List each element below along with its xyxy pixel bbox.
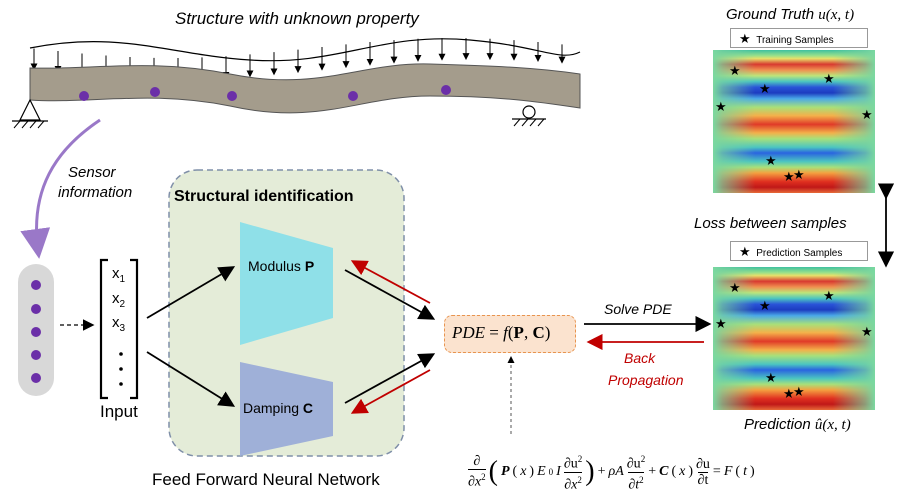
ground-truth-title: Ground Truth u(x, t) [726, 6, 855, 23]
ground-truth-heatmap: ★★★★★★★★ [713, 50, 875, 193]
input-bracket-right [130, 258, 139, 400]
modulus-label: Modulus P [248, 258, 315, 274]
back-prop-line2: Propagation [608, 372, 684, 388]
sensor-label-line1: Sensor [68, 164, 116, 181]
damping-label: Damping C [243, 400, 314, 416]
sensor-dot-5 [441, 85, 451, 95]
sample-star: ★ [729, 280, 741, 295]
pde-formula: PDE = f(P, C) [452, 323, 551, 342]
structural-id-title: Structural identification [174, 188, 354, 205]
heatmap-edge [713, 267, 875, 410]
damping-block [240, 362, 333, 456]
sample-star: ★ [861, 324, 873, 339]
sample-star: ★ [861, 107, 873, 122]
input-bracket-left [99, 258, 108, 400]
sample-star: ★ [783, 386, 795, 401]
training-legend: ★ Training Samples [730, 28, 868, 48]
structure-title: Structure with unknown property [175, 9, 419, 28]
pde-box [444, 315, 576, 353]
prediction-legend: ★ Prediction Samples [730, 241, 868, 261]
ffnn-label: Feed Forward Neural Network [152, 470, 380, 489]
sample-star: ★ [793, 167, 805, 182]
roller-support [512, 105, 546, 127]
input-x3: x3 [112, 314, 126, 334]
sample-star: ★ [823, 288, 835, 303]
modulus-block [240, 222, 333, 345]
sensor-dot-2 [150, 87, 160, 97]
sample-star: ★ [759, 81, 771, 96]
sample-star: ★ [729, 63, 741, 78]
sensor-dot-3 [227, 91, 237, 101]
loss-label: Loss between samples [694, 215, 847, 232]
sample-star: ★ [715, 99, 727, 114]
back-prop-line1: Back [624, 350, 656, 366]
pin-support [12, 98, 48, 129]
beam [29, 63, 581, 114]
load-curve [29, 38, 581, 62]
input-x1: x1 [112, 265, 126, 285]
sample-star: ★ [765, 370, 777, 385]
sample-star: ★ [765, 153, 777, 168]
sensor-dot-1 [79, 91, 89, 101]
sample-star: ★ [793, 384, 805, 399]
heatmap-edge [713, 50, 875, 193]
prediction-heatmap: ★★★★★★★★ [713, 267, 875, 410]
prediction-title: Prediction û(x, t) [744, 416, 851, 433]
sample-star: ★ [759, 298, 771, 313]
sensor-dot-4 [348, 91, 358, 101]
sensor-label-line2: information [58, 184, 133, 201]
star-icon: ★ [739, 31, 751, 46]
sample-star: ★ [823, 71, 835, 86]
input-label: Input [100, 402, 138, 421]
sample-star: ★ [783, 169, 795, 184]
sample-star: ★ [715, 316, 727, 331]
star-icon: ★ [739, 244, 751, 259]
load-arrows [30, 38, 566, 80]
input-x2: x2 [112, 290, 126, 310]
sensor-arrow [20, 118, 101, 259]
solve-pde-label: Solve PDE [604, 301, 672, 317]
